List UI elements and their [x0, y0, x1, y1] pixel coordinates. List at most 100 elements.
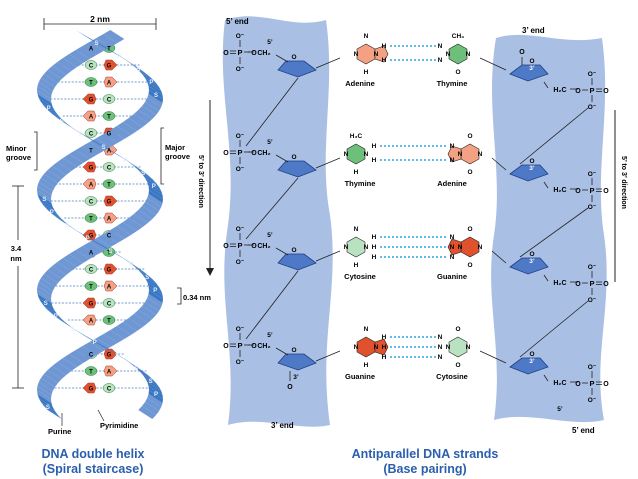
ch2-label: CH₂ [257, 150, 270, 157]
helix-backbone-segment [57, 158, 77, 171]
base-letter: A [107, 370, 112, 376]
helix-backbone-segment [142, 74, 160, 87]
deoxyribose-sugar [277, 353, 317, 371]
helix-backbone-segment [110, 326, 131, 339]
helix-backbone-segment [138, 106, 157, 119]
nitrogen-atom: N [458, 151, 463, 158]
helix-backbone-segment [38, 378, 55, 391]
right-bottom-end: 5’ end [572, 426, 595, 435]
helix-backbone-segment [82, 142, 104, 155]
helix-backbone-segment [123, 58, 143, 71]
helix-backbone-segment [89, 338, 111, 351]
backbone-letter: P [123, 158, 127, 164]
pyrimidine-ring [346, 143, 366, 165]
helix-backbone-segment [37, 282, 53, 295]
helix-backbone-segment [40, 274, 58, 287]
backbone-letter: S [42, 197, 46, 203]
phosphate-oxygen: O⁻ [236, 66, 245, 73]
backbone-letter: P [135, 366, 139, 372]
hydrogen-atom: H [372, 234, 377, 241]
helix-backbone-segment [147, 282, 163, 295]
base-letter: G [107, 353, 112, 359]
helix-backbone-segment [138, 306, 157, 319]
backbone-bond [519, 207, 589, 258]
three-prime-label: 3’ [529, 358, 535, 365]
hydrogen-atom: H [382, 354, 387, 361]
pyrimidine-ring [346, 236, 366, 258]
helix-backbone-segment [75, 230, 97, 243]
helix-backbone-segment [96, 134, 118, 147]
hydrogen-atom: H [382, 334, 387, 341]
phosphate-oxygen: O [251, 150, 257, 157]
helix-backbone-segment [69, 226, 90, 239]
pyrimidine-base [84, 264, 98, 274]
base-letter: C [89, 200, 94, 206]
oxygen-atom: O [467, 169, 472, 176]
purine-base [103, 59, 118, 71]
purine-base [82, 161, 97, 173]
ring-oxygen: O [291, 154, 296, 161]
helix-backbone-segment [116, 254, 138, 267]
three-prime-label: 3’ [293, 374, 299, 381]
base-letter: G [107, 200, 112, 206]
helix-backbone-segment [57, 58, 77, 71]
helix-backbone-segment [75, 46, 97, 59]
helix-backbone-segment [75, 246, 97, 259]
phosphate-atom: P [589, 186, 594, 195]
purine-base [103, 365, 118, 377]
bond [543, 81, 549, 89]
phosphate-oxygen: O [603, 188, 609, 195]
helix-backbone-segment [69, 326, 90, 339]
hydrogen-atom: H [372, 143, 377, 150]
helix-backbone-segment [96, 334, 118, 347]
left-direction-label: 5’ to 3’ direction [197, 155, 204, 208]
helix-backbone-segment [148, 190, 163, 203]
bond [275, 154, 289, 163]
left-bottom-end: 3’ end [271, 421, 294, 430]
helix-backbone-segment [43, 370, 62, 383]
helix-backbone-segment [145, 198, 162, 211]
helix-backbone-segment [145, 98, 162, 111]
helix-backbone-segment [116, 54, 138, 67]
phosphate-oxygen: O⁻ [588, 71, 597, 78]
helix-backbone-segment [96, 234, 118, 247]
helix-backbone-segment [47, 210, 67, 223]
backbone-letter: S [154, 93, 158, 99]
right-top-end: 3’ end [522, 26, 545, 35]
right-base-name: Thymine [437, 79, 468, 88]
helix-backbone-segment [142, 302, 160, 315]
helix-backbone-segment [43, 206, 62, 219]
pyrimidine-base [102, 298, 116, 308]
oxygen-atom: O [455, 69, 460, 76]
terminal-oxygen: O [287, 384, 293, 391]
helix-backbone-segment [47, 110, 67, 123]
helix-backbone-segment [145, 78, 162, 91]
helix-backbone-segment [82, 134, 104, 147]
ring-oxygen: O [529, 158, 534, 165]
helix-backbone-segment [37, 382, 53, 395]
acceptor-atom: N [450, 244, 455, 251]
backbone-letter: S [94, 41, 98, 47]
strands-caption-line1: Antiparallel DNA strands [351, 447, 499, 461]
helix-backbone-segment [148, 290, 163, 303]
backbone-bond [519, 300, 589, 358]
acceptor-atom: N [450, 143, 455, 150]
helix-backbone-segment [75, 330, 97, 343]
substituent-label: CH₃ [452, 33, 464, 40]
nitrogen-atom: N [364, 244, 369, 251]
helix-backbone-segment [37, 290, 52, 303]
bond [275, 247, 289, 256]
glycosidic-bond [315, 157, 341, 169]
helix-backbone-segment [145, 378, 162, 391]
major-groove-label-2: groove [165, 152, 190, 161]
hydrogen-atom: H [382, 344, 387, 351]
helix-backbone-segment [138, 270, 157, 283]
ch2-label: CH₂ [257, 243, 270, 250]
helix-backbone-segment [133, 266, 153, 279]
phosphate-oxygen: O⁻ [588, 264, 597, 271]
base-letter: A [107, 285, 112, 291]
helix-backbone-segment [148, 186, 163, 199]
h2c-label: H₂C [553, 187, 566, 194]
